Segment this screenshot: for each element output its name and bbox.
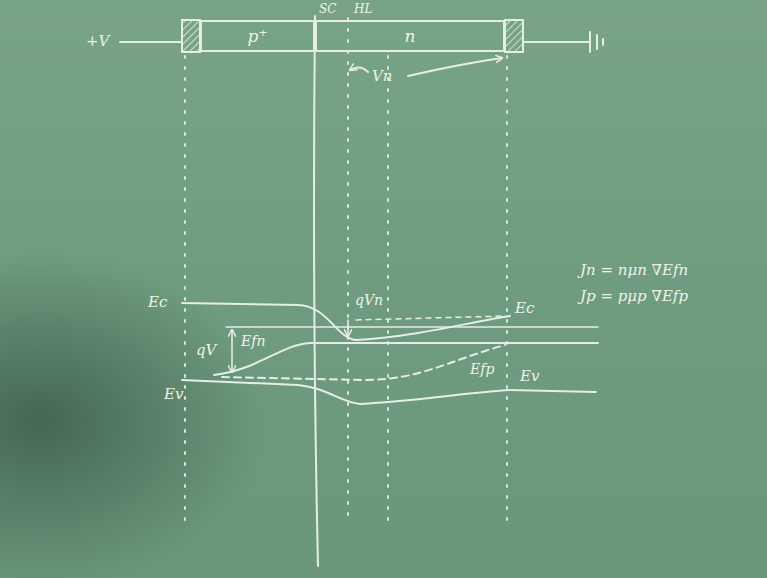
voltage-label: qV [196, 342, 216, 359]
equation: Jn = nμn ∇Efn [580, 262, 688, 279]
band-label: Efp [470, 362, 494, 377]
band-label: Ev [520, 368, 539, 385]
region-name: n [405, 26, 416, 46]
voltage-label: Vn [372, 68, 393, 85]
region-name: p⁺ [248, 26, 268, 46]
bias-label: +V [86, 33, 109, 50]
region-label: HL [354, 3, 372, 16]
band-label: Ec [148, 294, 167, 311]
band-label: Efn [241, 334, 265, 349]
region-label: SC [319, 3, 336, 16]
voltage-label: qVn [355, 293, 383, 308]
equation: Jp = pμp ∇Efp [580, 288, 688, 305]
n-region: n [315, 20, 505, 52]
band-label: Ev [164, 386, 183, 403]
band-label: Ec [515, 300, 534, 317]
p-region: p⁺ [200, 20, 315, 52]
